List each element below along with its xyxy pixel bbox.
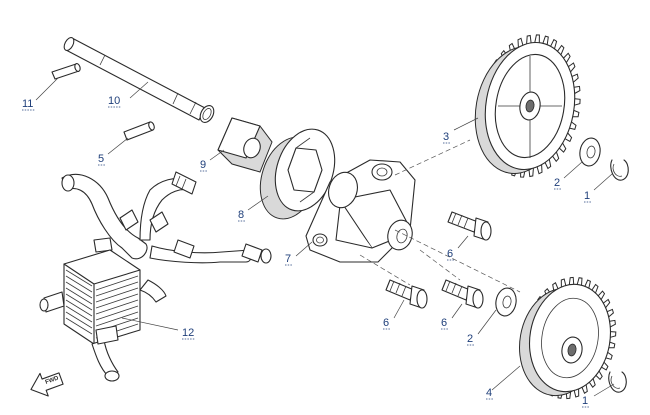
gear-tooth xyxy=(552,151,560,163)
gear-tooth xyxy=(574,98,581,106)
part-6-bolt-a[interactable] xyxy=(447,211,492,241)
gear-tooth xyxy=(609,319,616,328)
part-6-bolt-b[interactable] xyxy=(385,279,428,309)
callout-10[interactable]: 10 xyxy=(108,95,120,107)
gear-tooth xyxy=(564,132,573,143)
part-2-washer-top[interactable] xyxy=(578,136,603,167)
gear-tooth xyxy=(560,278,567,288)
cooler-fin xyxy=(65,275,93,293)
part-1-circlip-top[interactable] xyxy=(610,159,629,181)
callout-9[interactable]: 9 xyxy=(200,159,206,171)
callout-2-bottom[interactable]: 2 xyxy=(467,333,473,345)
cooler-fin xyxy=(95,305,139,321)
part-1-circlip-bottom[interactable] xyxy=(608,371,627,393)
callout-labels: 11 10 5 9 8 7 3 2 1 6 6 6 2 4 1 12 xyxy=(22,95,591,408)
cooler-fin xyxy=(95,311,139,327)
callout-6-a[interactable]: 6 xyxy=(447,248,453,260)
part-2-washer-bottom[interactable] xyxy=(494,286,519,317)
part-3-gear-top[interactable] xyxy=(466,34,585,181)
cooler-fin xyxy=(65,293,93,311)
part-6-bolt-c[interactable] xyxy=(441,279,484,309)
forward-arrow-icon: FWD xyxy=(30,372,64,397)
callout-11[interactable]: 11 xyxy=(22,98,33,110)
gear-tooth xyxy=(608,341,616,349)
part-5-pin[interactable] xyxy=(123,121,155,141)
callout-6-b[interactable]: 6 xyxy=(383,317,389,329)
part-8-outer-rotor[interactable] xyxy=(250,121,344,226)
callout-12[interactable]: 12 xyxy=(182,327,194,339)
cooler-fin xyxy=(65,269,93,287)
gear-tooth xyxy=(576,277,583,286)
callout-1-top[interactable]: 1 xyxy=(584,190,590,202)
part-9-inner-rotor[interactable] xyxy=(217,117,273,173)
cooler-fin xyxy=(65,317,93,335)
cooler-fin xyxy=(95,299,139,315)
oil-hoses[interactable] xyxy=(61,171,272,303)
leader-lines xyxy=(35,77,615,397)
gear-tooth xyxy=(610,331,617,338)
callout-1-bottom[interactable]: 1 xyxy=(582,395,588,407)
callout-3[interactable]: 3 xyxy=(443,131,449,143)
cooler-fin xyxy=(65,299,93,317)
part-4-gear-bottom[interactable] xyxy=(511,276,619,402)
gear-tooth xyxy=(542,35,549,45)
gear-tooth xyxy=(558,142,567,153)
gear-tooth xyxy=(595,370,603,381)
callout-8[interactable]: 8 xyxy=(238,209,244,221)
callout-6-c[interactable]: 6 xyxy=(441,317,447,329)
part-7-pump-housing[interactable] xyxy=(305,159,416,263)
callout-5[interactable]: 5 xyxy=(98,153,104,165)
gear-tooth xyxy=(534,34,540,43)
gear-tooth xyxy=(573,388,580,398)
alignment-lines xyxy=(359,139,521,293)
cooler-fin xyxy=(95,287,139,303)
part-11-pin[interactable] xyxy=(51,63,81,80)
cooler-fin xyxy=(65,287,93,305)
callout-2-top[interactable]: 2 xyxy=(554,177,560,189)
gear-tooth xyxy=(572,109,580,118)
cooler-fin xyxy=(95,293,139,309)
part-10-shaft[interactable] xyxy=(62,36,216,125)
fwd-label: FWD xyxy=(45,375,61,386)
callout-4[interactable]: 4 xyxy=(486,387,492,399)
gear-tooth xyxy=(588,378,596,388)
gear-tooth xyxy=(568,276,575,285)
gear-tooth xyxy=(526,34,532,44)
cooler-fin xyxy=(95,275,139,291)
gear-tooth xyxy=(574,85,581,94)
cooler-fin xyxy=(65,311,93,329)
cooler-fin xyxy=(65,281,93,299)
gear-tooth xyxy=(584,279,591,289)
cooler-fin xyxy=(65,305,93,323)
callout-7[interactable]: 7 xyxy=(285,253,291,265)
part-12-oil-cooler[interactable] xyxy=(39,249,141,382)
cooler-fin xyxy=(95,281,139,297)
